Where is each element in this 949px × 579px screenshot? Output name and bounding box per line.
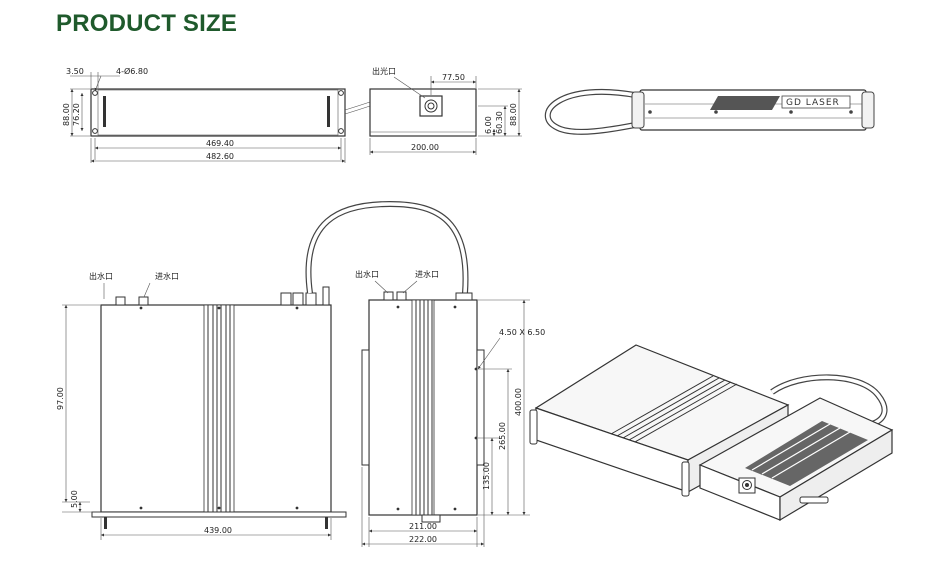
dim-hole-offset: 3.50	[66, 67, 84, 76]
render-stripe-decoration	[710, 96, 780, 110]
dim-height-c: 88.00	[509, 103, 518, 126]
dim-height-b: 60.30	[495, 111, 504, 134]
head-top-view: 出水口 进水口 4.50 X 6.50 400.00 265.00 135.00…	[355, 269, 545, 547]
front-handle-left	[103, 96, 106, 127]
label-head-water-outlet: 出水口	[355, 269, 379, 279]
dim-outlet-offset: 77.50	[442, 73, 465, 82]
head-front-view: 出光口 77.50 6.00 60.30 88.00 200.00	[369, 66, 522, 155]
render-brand-label: GD LASER	[786, 98, 840, 108]
label-head-water-inlet: 进水口	[415, 269, 439, 279]
page-title: PRODUCT SIZE	[56, 10, 238, 37]
dim-hole-lower: 135.00	[482, 462, 491, 490]
label-water-outlet: 出水口	[89, 271, 113, 281]
dim-head-length: 400.00	[514, 388, 523, 416]
mount-hole-icon	[92, 128, 98, 134]
beam-outlet-icon	[419, 95, 443, 117]
label-water-inlet: 进水口	[155, 271, 179, 281]
label-beam-outlet: 出光口	[372, 66, 396, 76]
dim-bottom-offset: 5.00	[70, 490, 79, 508]
render-top-view: GD LASER	[544, 88, 875, 135]
front-view: 3.50 4-Ø6.80 88.00 76.20 469.40 482.60	[62, 66, 371, 163]
front-handle-right	[327, 96, 330, 127]
dim-head-width: 200.00	[411, 143, 439, 152]
isometric-render	[529, 344, 894, 522]
mount-hole-icon	[338, 128, 344, 134]
dim-height-a: 6.00	[484, 116, 493, 134]
dim-height-outer: 88.00	[62, 103, 71, 126]
dim-head-width-inner: 211.00	[409, 522, 437, 531]
iso-head-stripes	[745, 421, 868, 486]
dim-hole-spec: 4-Ø6.80	[116, 66, 148, 76]
dim-height-inner: 76.20	[72, 103, 81, 126]
dim-width-inner: 469.40	[206, 139, 234, 148]
top-view: 出水口 进水口 97.00 5.00 439.00	[56, 271, 347, 540]
dim-width-outer: 482.60	[206, 152, 234, 161]
dim-depth: 97.00	[56, 387, 65, 410]
front-panel-inner	[97, 89, 339, 136]
mount-hole-icon	[338, 90, 344, 96]
dim-top-width: 439.00	[204, 526, 232, 535]
dim-hole-upper: 265.00	[498, 422, 507, 450]
dim-slot: 4.50 X 6.50	[499, 328, 545, 337]
dim-head-width-outer: 222.00	[409, 535, 437, 544]
front-panel-outline	[90, 88, 346, 137]
